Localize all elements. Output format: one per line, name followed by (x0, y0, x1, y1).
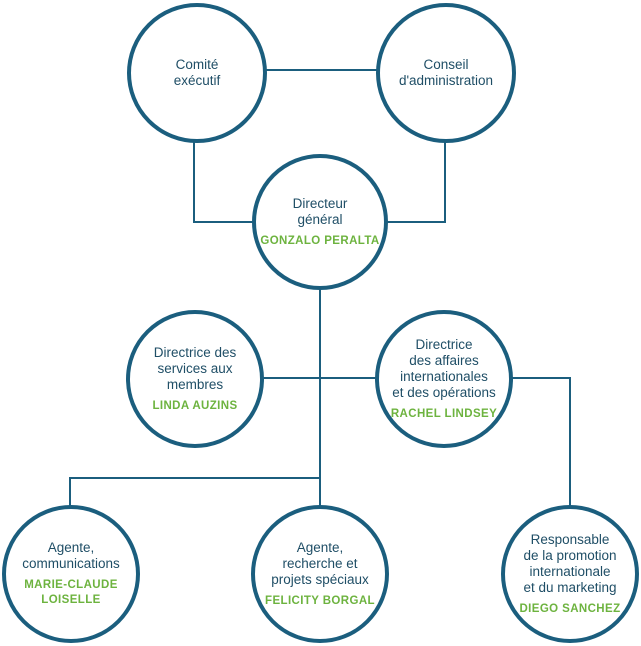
executive-committee-role: Comité exécutif (173, 57, 221, 88)
member-services-node: Directrice des services aux membres LIND… (126, 310, 264, 448)
board-role: Conseil d'administration (398, 57, 494, 88)
research-name: FELICITY BORGAL (265, 594, 375, 607)
connector-communications-branch (69, 477, 320, 508)
communications-name: MARIE-CLAUDE LOISELLE (24, 579, 118, 606)
connector-committee-ceo (193, 138, 256, 223)
connector-board-ceo (384, 138, 446, 223)
communications-node: Agente, communications MARIE-CLAUDE LOIS… (2, 505, 140, 643)
international-affairs-role: Directrice des affaires internationales … (392, 336, 496, 400)
research-role: Agente, recherche et projets spéciaux (271, 539, 369, 587)
communications-role: Agente, communications (22, 540, 120, 571)
international-affairs-name: RACHEL LINDSEY (390, 407, 498, 420)
ceo-role: Directeur général (292, 195, 348, 227)
executive-committee-node: Comité exécutif (127, 3, 267, 143)
research-node: Agente, recherche et projets spéciaux FE… (251, 505, 389, 643)
member-services-name: LINDA AUZINS (152, 399, 238, 412)
international-affairs-node: Directrice des affaires internationales … (375, 310, 513, 448)
marketing-name: DIEGO SANCHEZ (519, 602, 621, 615)
board-node: Conseil d'administration (376, 3, 516, 143)
ceo-name: GONZALO PERALTA (260, 234, 380, 247)
connector-international-marketing (508, 377, 571, 508)
marketing-node: Responsable de la promotion internationa… (501, 505, 639, 643)
marketing-role: Responsable de la promotion internationa… (523, 531, 617, 595)
member-services-role: Directrice des services aux membres (153, 344, 237, 392)
ceo-node: Directeur général GONZALO PERALTA (252, 154, 388, 290)
